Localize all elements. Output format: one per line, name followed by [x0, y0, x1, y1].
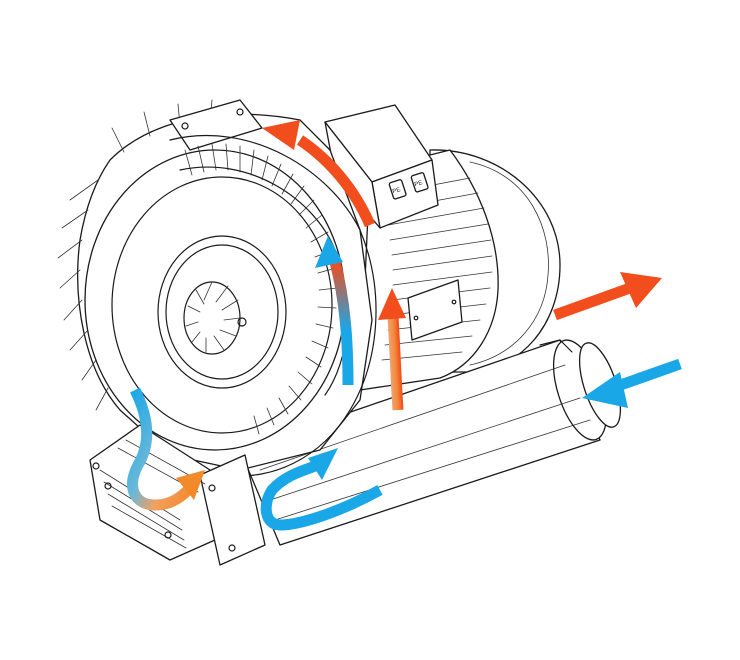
- channel-arrow-2-head: [378, 288, 406, 320]
- inlet-arrow-head: [582, 372, 628, 408]
- inlet-arrow-shaft: [610, 358, 682, 394]
- outlet-arrow-shaft: [553, 282, 632, 321]
- terminal-label-2: PE: [414, 180, 423, 188]
- inlet-channel-arrow-head: [308, 448, 338, 480]
- channel-cover: [169, 135, 377, 477]
- terminal-plug-1: [388, 179, 407, 200]
- impeller-hub-fan: [183, 281, 247, 355]
- channel-arrow-1-head: [315, 236, 343, 268]
- outlet-flange-block: [89, 424, 266, 566]
- blower-housing: [57, 99, 377, 477]
- lower-left-arrow-shaft: [127, 387, 192, 511]
- lower-left-arrow-head: [176, 470, 205, 500]
- top-outlet-arrow-shaft: [296, 135, 376, 228]
- channel-arrow-2-shaft: [387, 315, 404, 411]
- inlet-channel-arrow-shaft: [260, 459, 383, 531]
- top-outlet-arrow-head: [262, 120, 300, 150]
- terminal-box: PE PE: [324, 104, 439, 229]
- impeller-hub-inner: [165, 244, 279, 380]
- terminal-label-1: PE: [392, 187, 401, 195]
- hub-bolt: [237, 317, 247, 327]
- outlet-arrow-head: [620, 272, 662, 308]
- motor: PE PE: [324, 104, 561, 391]
- channel-arrow-1-shaft: [329, 260, 354, 386]
- impeller-hub-ring: [157, 235, 287, 389]
- terminal-plug-2: [410, 172, 429, 193]
- nameplate: [407, 279, 463, 341]
- impeller-ring-2: [111, 176, 333, 434]
- housing-ribs: [57, 99, 213, 411]
- impeller-outer-ring: [84, 149, 346, 451]
- flow-arrows: [127, 120, 682, 531]
